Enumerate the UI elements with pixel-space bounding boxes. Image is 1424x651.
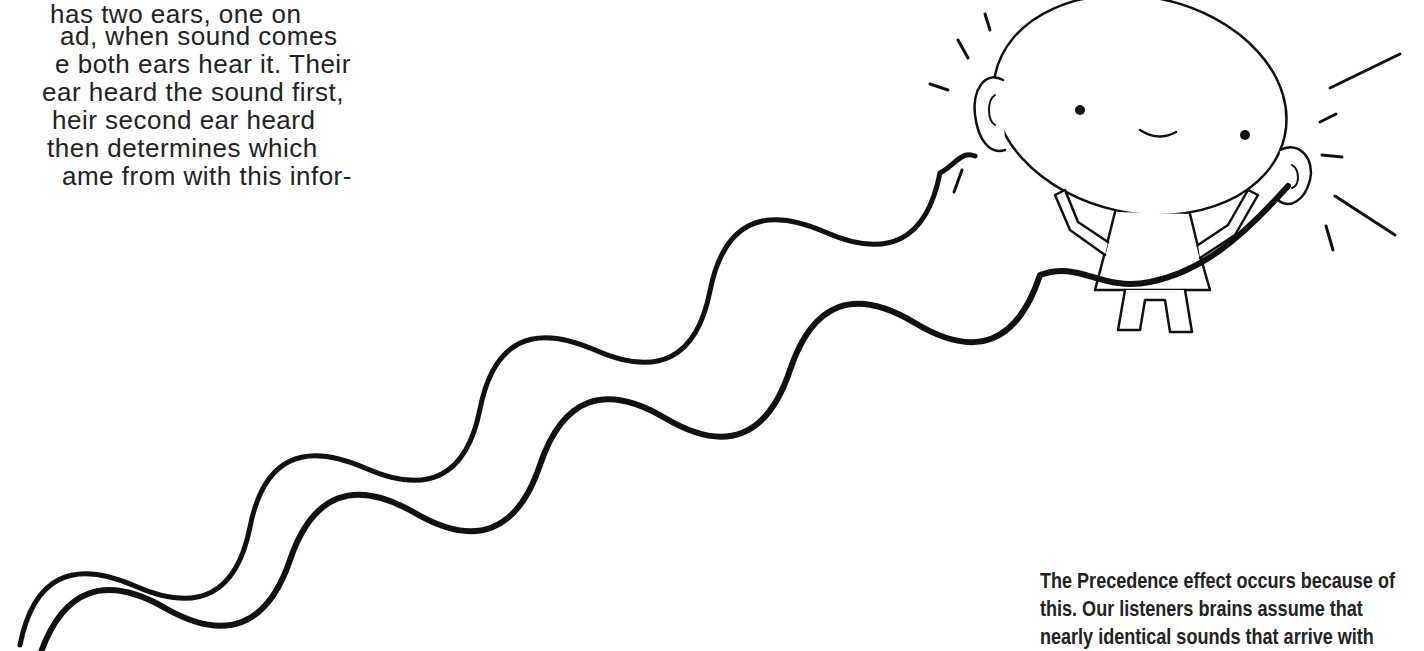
body-text: ame from with this infor-: [62, 162, 352, 190]
mouth: [1140, 130, 1176, 137]
head-outline: [973, 0, 1307, 241]
body-text: heir second ear heard: [52, 106, 315, 134]
left-ear-inner: [989, 95, 995, 125]
torso: [1095, 212, 1210, 290]
eye: [1075, 105, 1085, 115]
sound-mark: [1330, 54, 1400, 88]
sound-mark: [958, 40, 968, 58]
sound-mark: [1322, 155, 1342, 157]
emphasis-text: The Precedence effect occurs because of …: [1040, 567, 1401, 651]
body-text: then determines which: [47, 134, 318, 162]
legs: [1118, 290, 1192, 332]
eye: [1240, 130, 1250, 140]
body-text: ear heard the sound first,: [42, 78, 344, 106]
sound-mark: [930, 84, 948, 90]
body-text: ad, when sound comes: [60, 22, 337, 50]
sound-mark: [985, 14, 990, 30]
sound-mark: [954, 170, 962, 192]
sound-mark: [1320, 114, 1336, 122]
sound-mark: [1335, 196, 1395, 235]
body-text: e both ears hear it. Their: [55, 50, 351, 78]
left-arm: [1055, 190, 1108, 255]
right-ear-inner: [1292, 165, 1298, 188]
sound-wave: [20, 155, 975, 645]
sound-mark: [1326, 226, 1333, 250]
left-ear: [975, 77, 1005, 151]
